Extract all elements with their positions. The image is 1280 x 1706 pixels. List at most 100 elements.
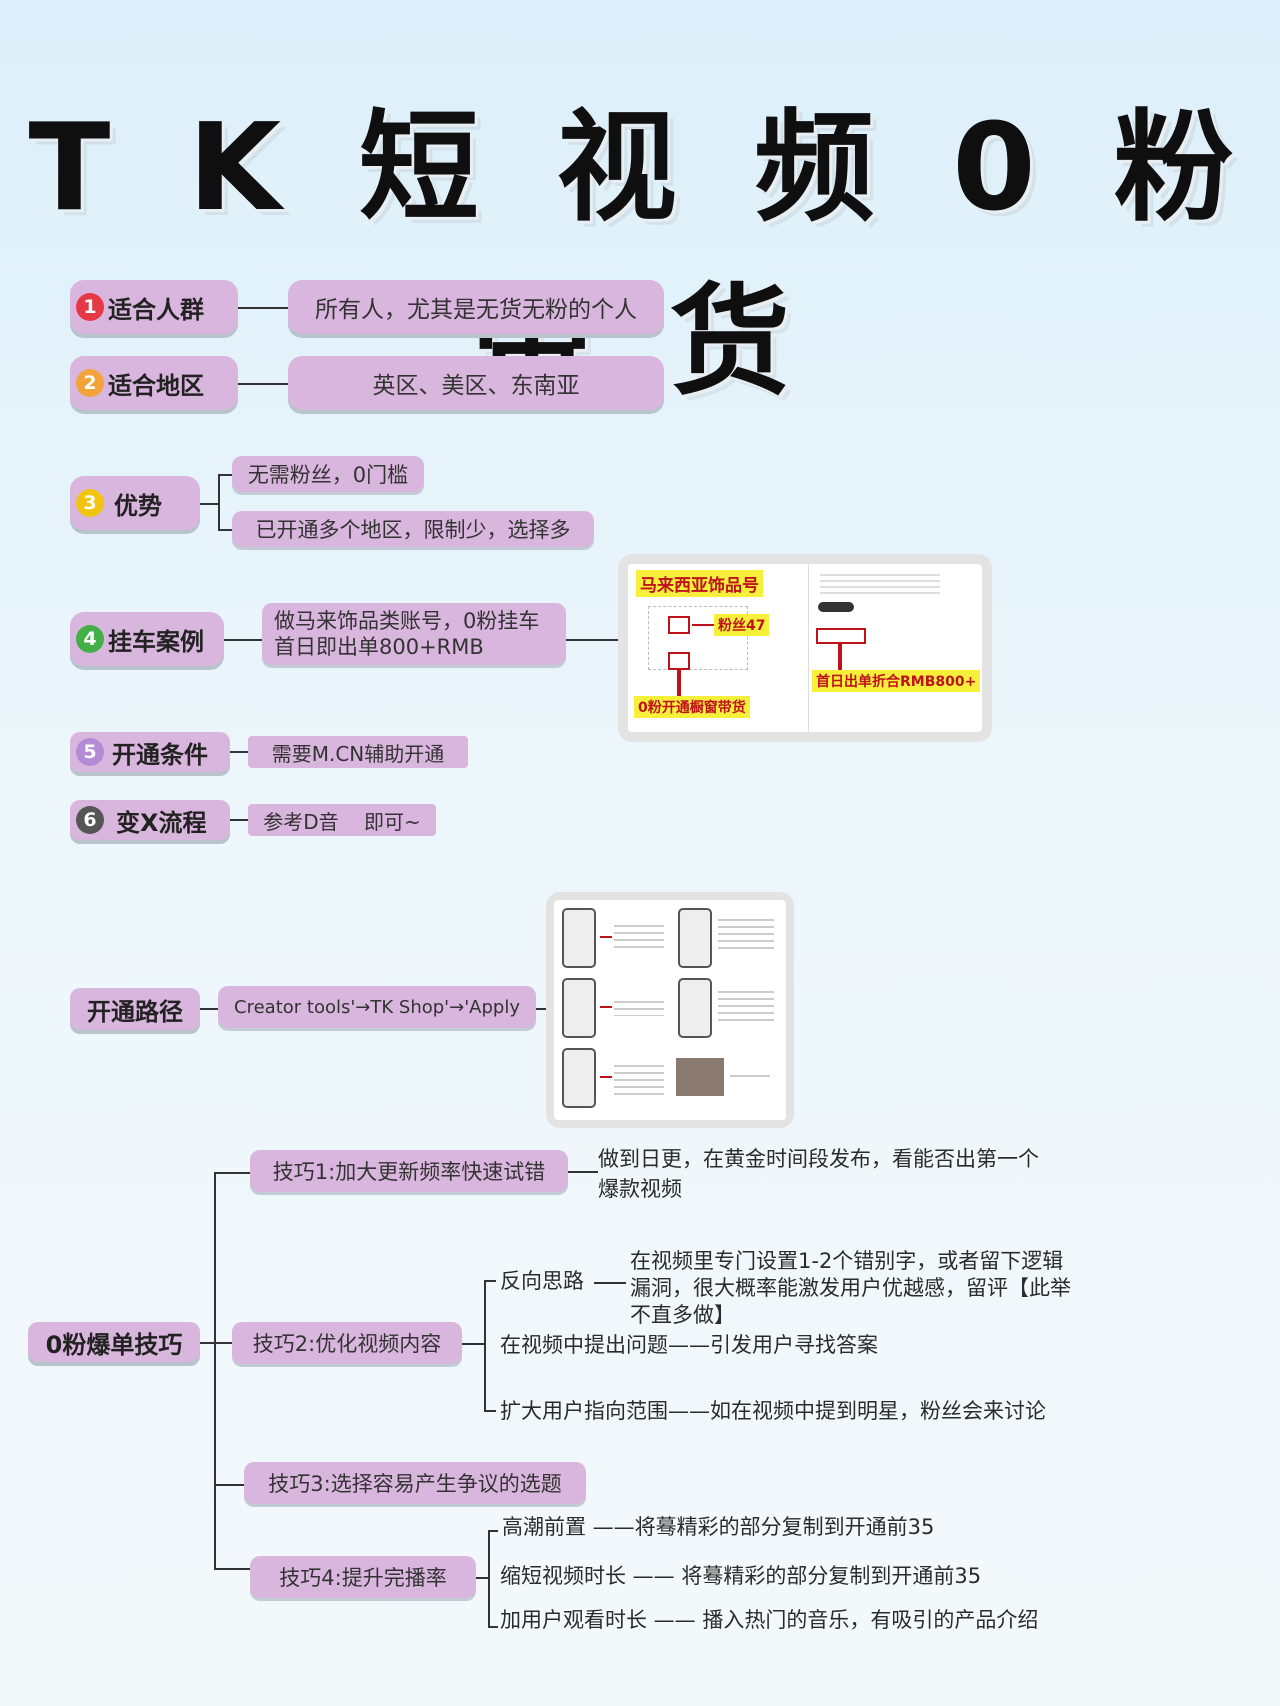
image-text <box>614 996 664 1016</box>
node-case: 4 挂车案例 <box>70 612 224 666</box>
node-path-value: Creator tools'→TK Shop'→'Apply <box>218 986 536 1028</box>
image-divider <box>808 564 809 732</box>
number-2-icon: 2 <box>76 369 104 397</box>
tip-2-b2: 在视频中提出问题——引发用户寻找答案 <box>500 1333 878 1357</box>
connector <box>484 1280 486 1410</box>
arrow-down <box>838 644 842 670</box>
image-text <box>820 570 940 596</box>
tip-2-b1-desc: 在视频里专门设置1-2个错别字，或者留下逻辑 漏洞，很大概率能激发用户优越感，留… <box>630 1248 1071 1329</box>
node-requirement-value: 需要M.CN辅助开通 <box>248 736 468 768</box>
image-text <box>718 914 774 954</box>
connector <box>484 1410 496 1412</box>
node-label: 适合地区 <box>108 371 204 400</box>
text-line: 漏洞，很大概率能激发用户优越感，留评【此举 <box>630 1276 1071 1300</box>
node-label: 技巧3:选择容易产生争议的选题 <box>268 1472 562 1496</box>
connector <box>238 307 288 309</box>
connector <box>214 1172 216 1568</box>
page-title: T K 短 视 频 0 粉 带 货 <box>28 99 1252 412</box>
phone-5 <box>562 1048 596 1108</box>
node-target-region: 2 适合地区 <box>70 356 238 410</box>
connector <box>214 1172 250 1174</box>
node-value: 所有人，尤其是无货无粉的个人 <box>315 297 637 323</box>
node-tip-3: 技巧3:选择容易产生争议的选题 <box>244 1462 586 1504</box>
image-photo <box>676 1058 724 1096</box>
connector <box>230 751 248 753</box>
node-process-value: 参考D音 即可~ <box>248 804 436 836</box>
node-value-line: 首日即出单800+RMB <box>274 635 484 659</box>
text-line: 做到日更，在黄金时间段发布，看能否出第一个 <box>598 1147 1039 1171</box>
connector <box>476 1577 490 1579</box>
connector <box>200 1342 232 1344</box>
connector <box>488 1626 498 1628</box>
node-requirement: 5 开通条件 <box>70 732 230 772</box>
connector <box>214 1568 250 1570</box>
node-case-value: 做马来饰品类账号，0粉挂车 首日即出单800+RMB <box>262 603 566 665</box>
text-line: 在视频里专门设置1-2个错别字，或者留下逻辑 <box>630 1249 1064 1273</box>
connector <box>200 1008 218 1010</box>
tip-4-b3: 加用户观看时长 —— 播入热门的音乐，有吸引的产品介绍 <box>500 1608 1039 1632</box>
tip-1-desc: 做到日更，在黄金时间段发布，看能否出第一个 爆款视频 <box>598 1144 1039 1204</box>
phone-4 <box>678 978 712 1038</box>
node-advantage: 3 优势 <box>70 476 200 530</box>
phone-1 <box>562 908 596 968</box>
text-line: 爆款视频 <box>598 1177 682 1201</box>
node-value: 需要M.CN辅助开通 <box>271 741 445 766</box>
connector <box>218 529 232 531</box>
image-text <box>718 986 774 1026</box>
node-value: 无需粉丝，0门槛 <box>247 463 409 487</box>
image-text <box>730 1072 770 1080</box>
phone-2 <box>678 908 712 968</box>
node-label: 技巧2:优化视频内容 <box>252 1332 442 1356</box>
node-label: 适合人群 <box>108 295 204 324</box>
tip-2-b3: 扩大用户指向范围——如在视频中提到明星，粉丝会来讨论 <box>500 1399 1046 1423</box>
number-4-icon: 4 <box>76 625 104 653</box>
connector <box>566 639 618 641</box>
case-screenshot: 马来西亚饰品号 粉丝47 0粉开通橱窗带货 首日出单折合RMB800+ <box>618 554 992 742</box>
number-3-icon: 3 <box>76 489 104 517</box>
image-text <box>614 1060 664 1096</box>
number-1-icon: 1 <box>76 293 104 321</box>
path-screenshot <box>546 892 794 1128</box>
image-box-2 <box>668 652 690 670</box>
arrow <box>600 1006 612 1008</box>
text-line: 不直多做】 <box>630 1303 735 1327</box>
number-6-icon: 6 <box>76 806 104 834</box>
node-value-line: 做马来饰品类账号，0粉挂车 <box>274 609 540 633</box>
case-label-top: 马来西亚饰品号 <box>636 570 763 597</box>
node-path: 开通路径 <box>70 988 200 1030</box>
connector <box>568 1171 598 1173</box>
image-text <box>614 920 664 950</box>
connector <box>238 383 288 385</box>
arrow <box>600 936 612 938</box>
case-label-fans: 粉丝47 <box>714 614 770 636</box>
node-label: 技巧1:加大更新频率快速试错 <box>272 1160 546 1184</box>
connector <box>200 503 218 505</box>
case-label-bottom: 0粉开通橱窗带货 <box>634 696 750 718</box>
arrow <box>600 1076 612 1078</box>
image-box-3 <box>816 628 866 644</box>
node-label: 挂车案例 <box>108 627 204 656</box>
node-value: 已开通多个地区，限制少，选择多 <box>255 518 571 542</box>
node-label: 变X流程 <box>116 808 207 837</box>
connector <box>462 1343 486 1345</box>
connector <box>488 1530 498 1532</box>
connector <box>484 1280 496 1282</box>
node-process: 6 变X流程 <box>70 800 230 840</box>
connector <box>230 819 248 821</box>
node-label: 开通条件 <box>112 740 208 769</box>
connector <box>594 1282 626 1284</box>
connector <box>218 474 220 530</box>
node-target-audience: 1 适合人群 <box>70 280 238 334</box>
node-label: 优势 <box>114 491 162 520</box>
connector <box>536 1008 548 1010</box>
connector <box>488 1530 490 1626</box>
arrow <box>692 624 714 626</box>
arrow-up <box>677 670 681 696</box>
tip-4-b2: 缩短视频时长 —— 将蓦精彩的部分复制到开通前35 <box>500 1564 982 1588</box>
node-tips-root: 0粉爆单技巧 <box>28 1322 200 1362</box>
node-tip-4: 技巧4:提升完播率 <box>250 1556 476 1598</box>
node-tip-1: 技巧1:加大更新频率快速试错 <box>250 1150 568 1192</box>
image-left-panel <box>648 606 748 670</box>
node-value: 英区、美区、东南亚 <box>372 373 580 399</box>
node-value: Creator tools'→TK Shop'→'Apply <box>234 996 520 1018</box>
